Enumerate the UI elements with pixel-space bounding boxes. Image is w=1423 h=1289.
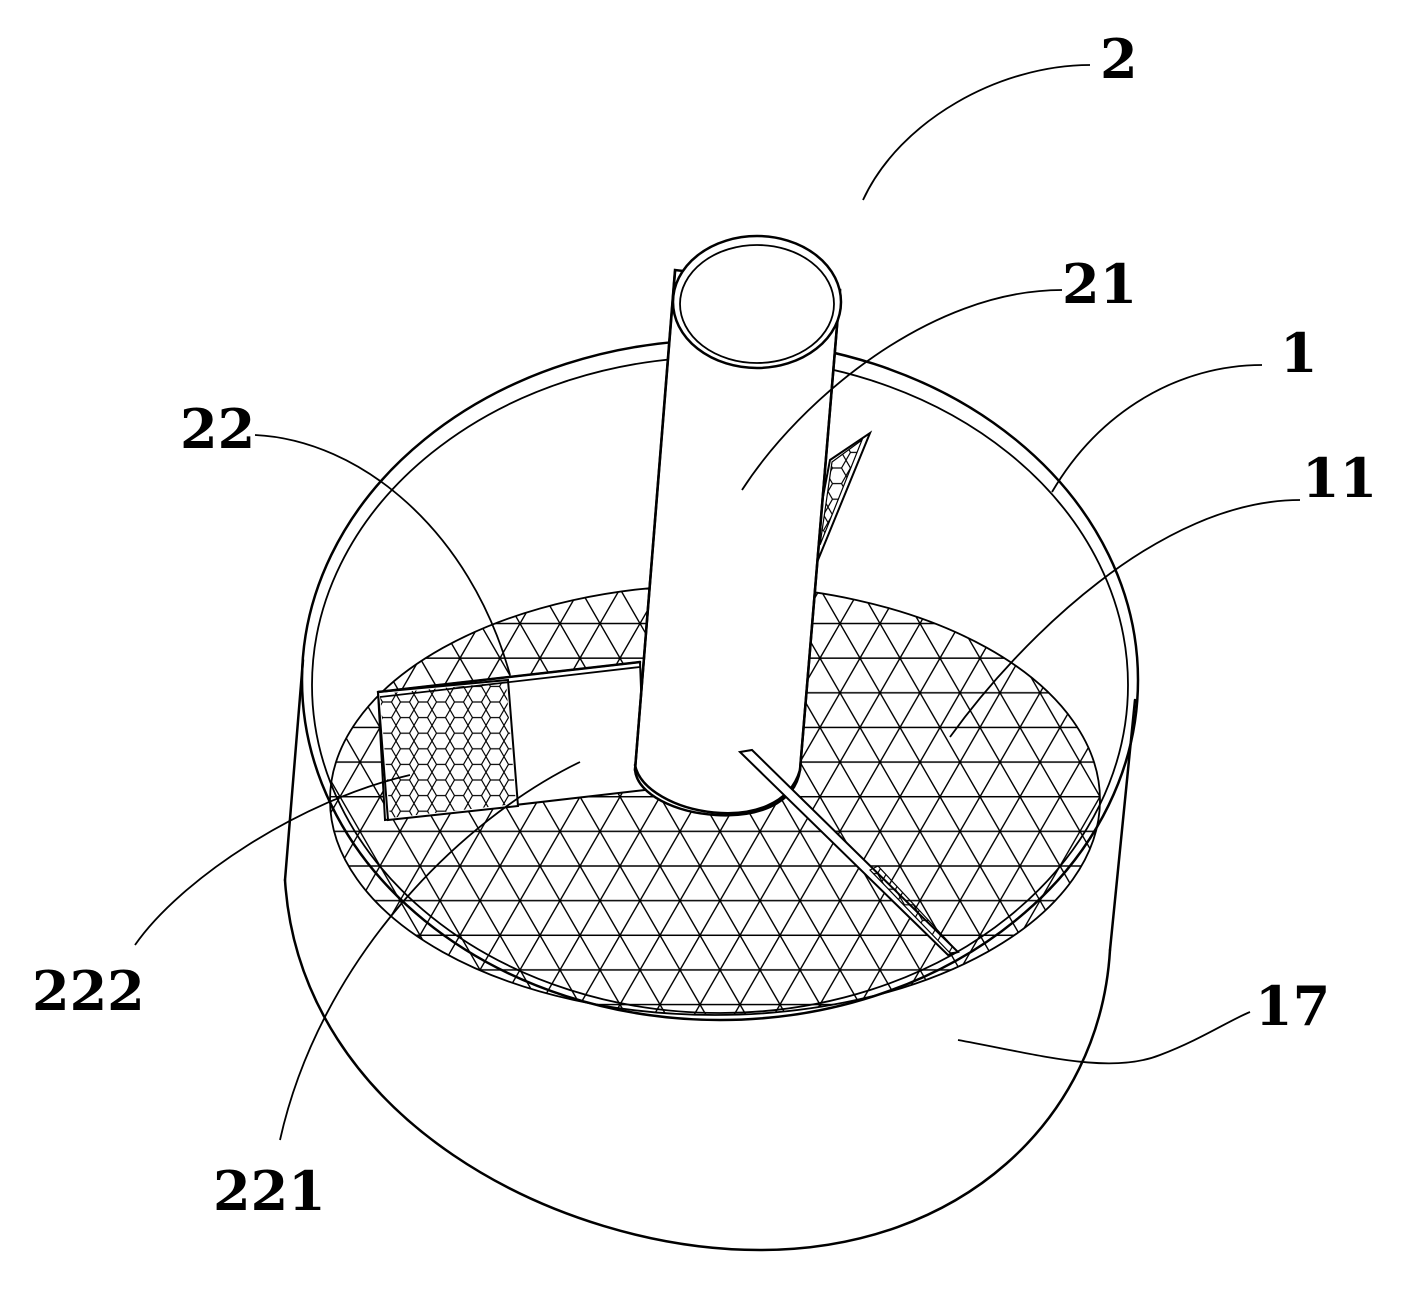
left-vane-assembly <box>376 660 647 822</box>
central-tube <box>633 234 843 817</box>
label-2: 2 <box>1100 27 1138 91</box>
leader-11 <box>949 499 1301 738</box>
label-222: 222 <box>32 959 145 1023</box>
front-right-vane <box>737 748 960 957</box>
label-1: 1 <box>1280 321 1318 385</box>
label-17: 17 <box>1255 974 1330 1038</box>
leader-1 <box>1051 364 1263 493</box>
label-21: 21 <box>1062 252 1137 316</box>
leader-221 <box>279 761 581 1141</box>
leader-21 <box>741 289 1063 491</box>
label-11: 11 <box>1302 446 1377 510</box>
leader-222 <box>134 774 411 946</box>
reference-labels: 2 21 1 11 22 222 221 17 <box>32 27 1377 1223</box>
leader-22 <box>254 434 511 676</box>
label-22: 22 <box>180 397 255 461</box>
label-221: 221 <box>213 1159 326 1223</box>
leader-lines <box>134 64 1301 1141</box>
leader-17 <box>957 1011 1251 1065</box>
leader-2 <box>862 64 1091 201</box>
